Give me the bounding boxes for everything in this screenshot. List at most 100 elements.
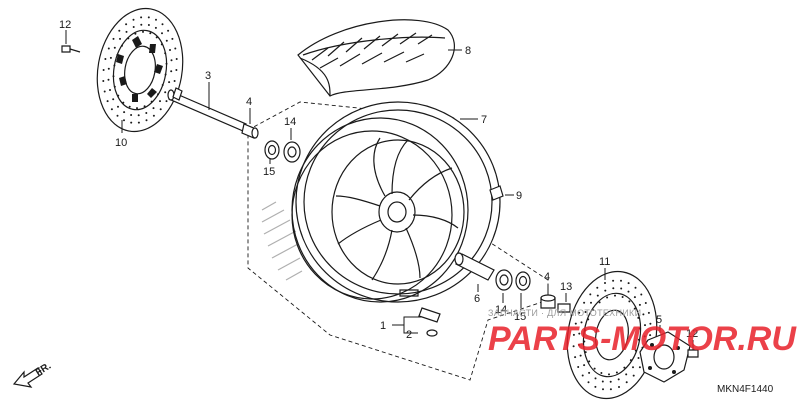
drill-hole xyxy=(587,318,590,321)
drill-hole xyxy=(170,59,173,62)
drill-hole xyxy=(125,30,128,33)
drill-hole xyxy=(116,54,119,56)
drill-hole xyxy=(112,37,115,40)
drill-hole xyxy=(629,359,632,362)
drill-hole xyxy=(112,75,115,78)
drill-hole xyxy=(634,286,637,289)
drill-hole xyxy=(175,69,178,71)
drill-hole xyxy=(581,374,584,377)
distance-collar xyxy=(454,252,495,281)
drill-hole xyxy=(627,282,630,285)
drill-hole xyxy=(164,91,167,94)
air-valve xyxy=(418,307,441,337)
drill-hole xyxy=(584,329,587,332)
callout-14-right: 14 xyxy=(495,304,507,316)
drill-hole xyxy=(107,47,110,50)
callout-14-left: 14 xyxy=(284,116,296,128)
drill-hole xyxy=(577,366,580,368)
drill-hole xyxy=(168,81,171,84)
wheel-rim xyxy=(261,101,501,303)
drill-hole xyxy=(643,335,646,338)
callout-13: 13 xyxy=(560,281,572,293)
drill-hole xyxy=(145,119,148,122)
drill-hole xyxy=(170,70,173,73)
drill-hole xyxy=(165,62,168,65)
drill-hole xyxy=(592,308,595,311)
drill-hole xyxy=(145,112,148,114)
drill-hole xyxy=(113,64,116,67)
drill-hole xyxy=(155,36,158,39)
callout-15-right: 15 xyxy=(514,311,526,323)
seal-right xyxy=(515,271,531,291)
drill-hole xyxy=(583,364,586,367)
drill-hole xyxy=(633,296,636,299)
drill-hole xyxy=(606,296,609,299)
watermark-tagline: ЗАПЧАСТИ · ДЛЯ МОТОТЕХНИКИ xyxy=(488,308,641,318)
bolt-13 xyxy=(557,303,571,313)
drill-hole xyxy=(147,16,150,19)
drill-hole xyxy=(632,374,635,377)
drill-hole xyxy=(140,16,143,19)
front-direction-indicator: FR. xyxy=(12,361,53,388)
drill-hole xyxy=(625,381,628,384)
drill-hole xyxy=(588,371,591,374)
drill-hole xyxy=(159,108,162,111)
diagram-code: MKN4F1440 xyxy=(717,384,774,395)
drill-hole xyxy=(171,37,174,40)
drill-hole xyxy=(584,311,587,313)
disc-left-drill-holes xyxy=(102,16,178,124)
drill-hole xyxy=(609,380,612,383)
watermark-logo: PARTS-MOTOR.RU xyxy=(488,320,797,358)
watermark: ЗАПЧАСТИ · ДЛЯ МОТОТЕХНИКИ PARTS-MOTOR.R… xyxy=(488,308,797,358)
drill-hole xyxy=(102,69,105,71)
drill-hole xyxy=(632,366,634,369)
drill-hole xyxy=(642,313,645,316)
drill-hole xyxy=(175,58,178,60)
callout-4-right: 4 xyxy=(544,271,550,283)
disc-left-carrier xyxy=(116,36,163,102)
collar-left xyxy=(241,123,259,139)
callout-9: 9 xyxy=(516,190,522,202)
drill-hole xyxy=(593,367,596,370)
drill-hole xyxy=(583,340,586,343)
drill-hole xyxy=(103,90,106,93)
drill-hole xyxy=(164,73,167,76)
drill-hole xyxy=(572,345,575,348)
collar-right xyxy=(540,294,556,309)
bearing-left xyxy=(283,141,301,163)
drill-hole xyxy=(125,23,128,26)
drill-hole xyxy=(649,322,652,325)
drill-hole xyxy=(618,386,620,388)
drill-hole xyxy=(578,332,581,335)
drill-hole xyxy=(644,324,646,327)
drill-hole xyxy=(583,301,586,304)
drill-hole xyxy=(107,78,110,81)
drill-hole xyxy=(109,89,111,91)
drill-hole xyxy=(112,98,115,101)
drill-hole xyxy=(161,84,164,86)
drill-hole xyxy=(625,373,628,376)
drill-hole xyxy=(637,357,640,359)
drill-hole xyxy=(604,282,606,284)
drill-hole xyxy=(615,371,618,374)
drill-hole xyxy=(122,101,125,104)
callout-7: 7 xyxy=(481,114,487,126)
drill-hole xyxy=(167,29,170,32)
drill-hole xyxy=(117,94,120,97)
drill-hole xyxy=(637,338,640,341)
drill-hole xyxy=(174,47,177,50)
drill-hole xyxy=(612,287,615,290)
callout-6: 6 xyxy=(474,293,480,305)
drill-hole xyxy=(113,46,116,49)
drill-hole xyxy=(123,119,125,122)
drill-hole xyxy=(140,23,143,26)
drill-hole xyxy=(627,290,630,293)
drill-hole xyxy=(121,44,123,47)
drill-hole xyxy=(602,388,604,391)
callout-1: 1 xyxy=(380,320,386,332)
drill-hole xyxy=(628,300,631,303)
drill-hole xyxy=(584,351,587,354)
drill-hole xyxy=(161,32,163,35)
drill-hole xyxy=(137,114,140,117)
